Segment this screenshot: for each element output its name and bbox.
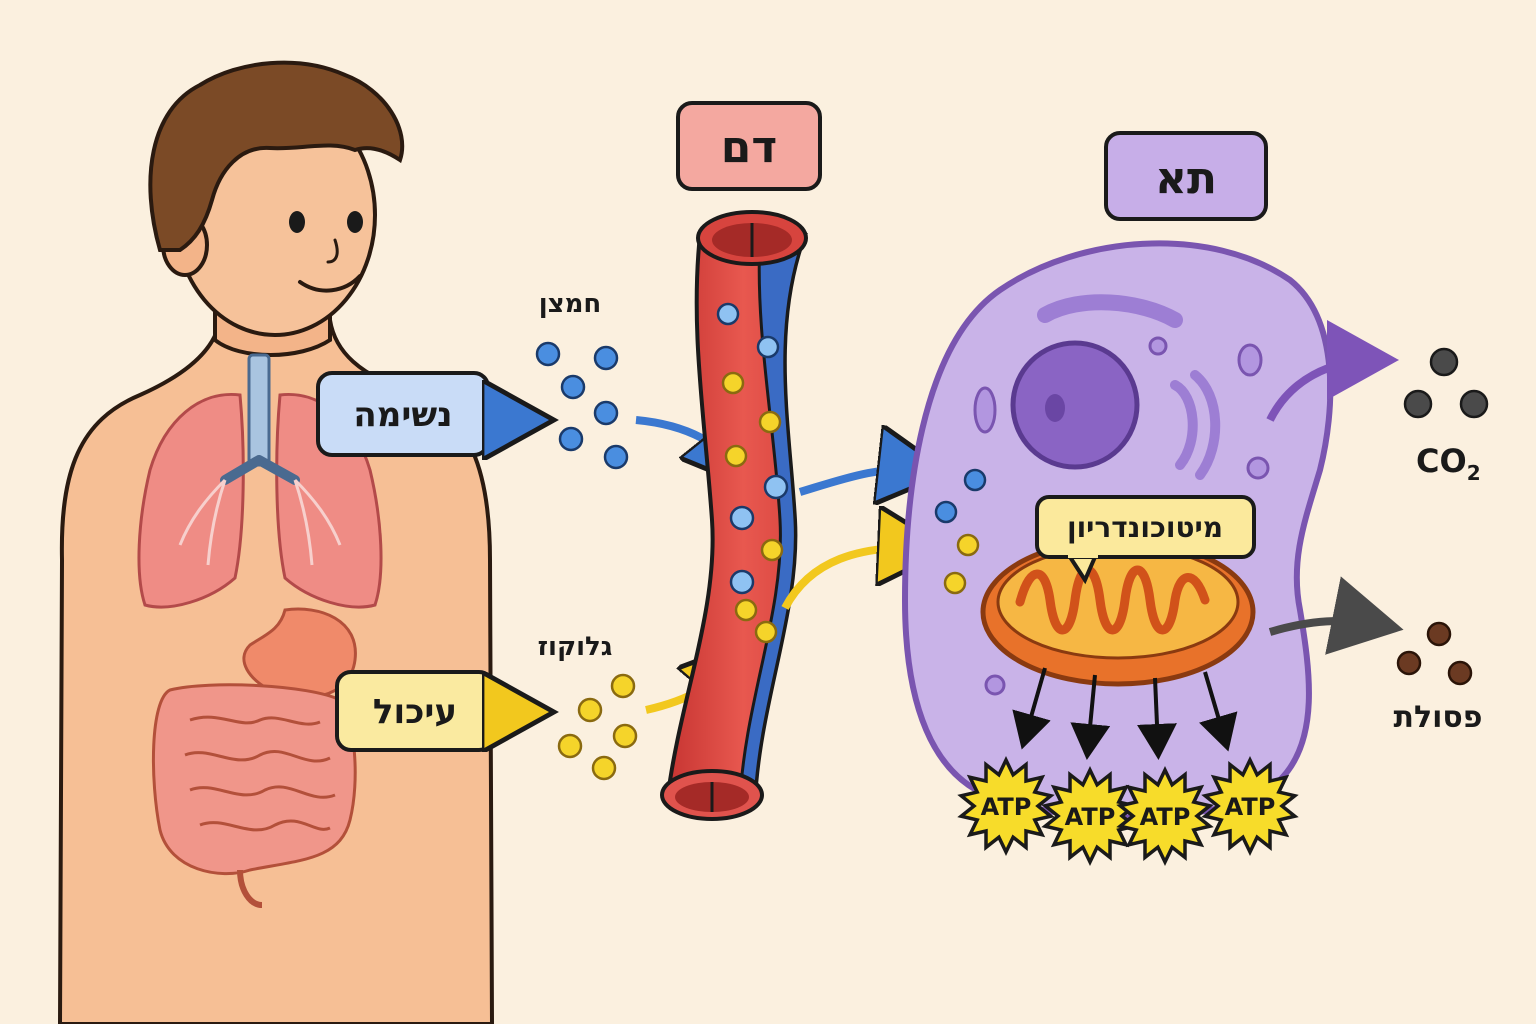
co2-label: CO2 — [1416, 442, 1481, 485]
blood-glucose — [721, 371, 745, 395]
waste-molecule — [1447, 660, 1473, 686]
lungs — [137, 353, 383, 609]
endoplasmic-reticulum — [1037, 294, 1183, 328]
blood-label-box: דם — [676, 101, 822, 191]
left-eye — [289, 211, 305, 233]
atp-bursts: ATP ATP ATP ATP — [957, 755, 1299, 867]
atp-label: ATP — [1140, 803, 1191, 831]
nucleus — [1010, 340, 1140, 470]
oxygen-molecule — [603, 444, 629, 470]
atp-arrow — [1136, 677, 1177, 760]
cell-glucose — [943, 571, 967, 595]
atp-label: ATP — [1065, 803, 1116, 831]
digestion-label-box: עיכול — [335, 670, 495, 752]
waste-molecule — [1396, 650, 1422, 676]
oxygen-molecule — [593, 400, 619, 426]
atp-label: ATP — [1225, 793, 1276, 821]
cristae — [1015, 565, 1210, 635]
mitochondria-label-box: מיטוכונדריון — [1035, 495, 1256, 585]
oxygen-molecules — [535, 341, 629, 470]
atp-arrow — [1070, 674, 1111, 760]
trachea — [247, 353, 271, 467]
blood-oxygen — [716, 302, 740, 326]
atp-burst: ATP — [1201, 755, 1299, 857]
blood-glucose — [724, 444, 748, 468]
blood-to-cell-oxygen-arrow — [798, 469, 925, 492]
blood-oxygen — [756, 335, 780, 359]
atp-burst: ATP — [1041, 765, 1139, 867]
right-eye — [347, 211, 363, 233]
digestion-label: עיכול — [373, 692, 457, 732]
blood-to-cell-glucose-arrow — [781, 548, 925, 610]
human-figure — [57, 60, 495, 1024]
mouth — [298, 274, 362, 293]
glucose-molecule — [610, 673, 636, 699]
atp-burst: ATP — [1116, 765, 1214, 867]
co2-molecule — [1429, 347, 1459, 377]
blood-glucose — [754, 620, 778, 644]
blood-oxygen — [729, 505, 755, 531]
cell-oxygen — [934, 500, 958, 524]
oxygen-molecule — [558, 426, 584, 452]
atp-label: ATP — [981, 793, 1032, 821]
waste-label: פסולת — [1393, 700, 1482, 735]
glucose-molecules — [557, 673, 638, 781]
blood-glucose — [760, 538, 784, 562]
atp-arrow — [1199, 671, 1238, 752]
glucose-label: גלוקוז — [538, 632, 613, 662]
cell-label: תא — [1155, 153, 1217, 204]
atp-burst: ATP — [957, 755, 1055, 857]
glucose-molecule — [612, 723, 638, 749]
co2-molecule — [1459, 389, 1489, 419]
hair — [148, 60, 405, 252]
co2-molecule — [1403, 389, 1433, 419]
blood-glucose — [758, 410, 782, 434]
glucose-molecule — [591, 755, 617, 781]
cell-label-box: תא — [1104, 131, 1268, 221]
co2-molecules — [1403, 347, 1489, 419]
co2-arrow — [1266, 320, 1399, 422]
cell-glucose — [956, 533, 980, 557]
waste-molecules — [1396, 621, 1473, 686]
glucose-molecule — [577, 697, 603, 723]
waste-arrow — [1268, 576, 1404, 655]
atp-arrow — [1012, 667, 1051, 750]
oxygen-molecule — [593, 345, 619, 371]
blood-vessel — [660, 210, 808, 821]
blood-oxygen — [729, 569, 755, 595]
breathing-label-box: נשימה — [316, 371, 490, 457]
blood-glucose — [734, 598, 758, 622]
oxygen-label: חמצן — [539, 289, 602, 319]
cell-oxygen — [963, 468, 987, 492]
oxygen-molecule — [535, 341, 561, 367]
oxygen-molecule — [560, 374, 586, 400]
blood-label: דם — [721, 122, 778, 173]
nose — [326, 238, 339, 264]
cell: מיטוכונדריון — [901, 240, 1334, 821]
waste-molecule — [1426, 621, 1452, 647]
blood-oxygen — [763, 474, 789, 500]
intestines — [151, 683, 357, 908]
mitochondria-label: מיטוכונדריון — [1067, 511, 1223, 544]
mitochondrion — [980, 537, 1256, 687]
golgi-apparatus — [1170, 370, 1221, 480]
breathing-label: נשימה — [353, 395, 452, 435]
glucose-molecule — [557, 733, 583, 759]
